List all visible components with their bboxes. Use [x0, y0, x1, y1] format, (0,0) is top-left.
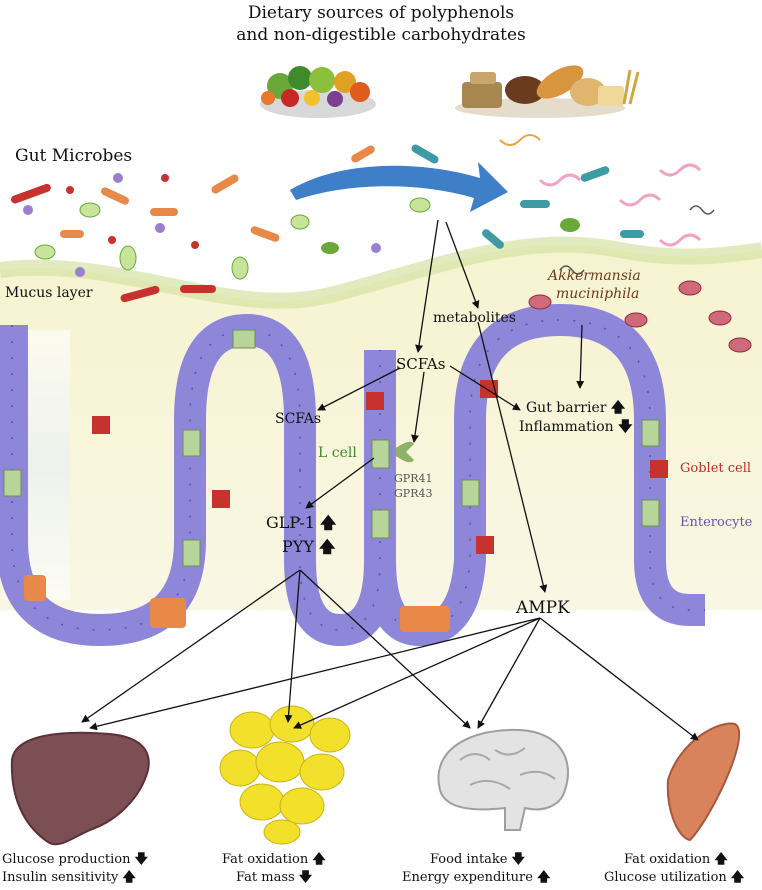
muscle-effect-1-text: Fat oxidation	[624, 852, 711, 867]
fat-effect-2-text: Fat mass	[236, 870, 295, 885]
liver-effect-2: Insulin sensitivity 🡅	[2, 868, 136, 890]
arrow-up-icon: 🡅	[537, 870, 551, 885]
gut-microbes-label: Gut Microbes	[15, 146, 133, 166]
scfas-main-label: SCFAs	[396, 355, 446, 373]
akkermansia-label-line-2: muciniphila	[556, 286, 640, 302]
vegetable-platter-image	[260, 66, 376, 118]
microbial-flow-arrow	[290, 162, 508, 212]
inflammation-effect: Inflammation 🡇	[519, 416, 633, 440]
pathway-arrows	[81, 219, 699, 741]
arrow-down-icon: 🡇	[511, 852, 526, 867]
inflammation-label: Inflammation	[519, 419, 614, 435]
adipose-tissue-image	[219, 705, 351, 845]
muscle-effect-1: Fat oxidation 🡅	[624, 850, 728, 872]
intestinal-epithelium	[0, 303, 705, 647]
arrow-down-icon: 🡇	[618, 419, 633, 435]
scfas-side-label: SCFAs	[275, 411, 322, 427]
grains-bread-image	[455, 65, 640, 118]
arrow-down-icon: 🡇	[298, 870, 313, 885]
l-cell-label: L cell	[318, 445, 357, 461]
arrow-up-icon: 🡅	[318, 537, 336, 556]
akkermansia-label-line-1: Akkermansia	[548, 268, 641, 284]
akkermansia-bacteria	[528, 280, 752, 353]
arrow-up-icon: 🡅	[730, 870, 745, 885]
enterocyte-label: Enterocyte	[680, 515, 753, 530]
fat-effect-1-text: Fat oxidation	[222, 852, 309, 867]
mucus-layer-label: Mucus layer	[5, 285, 93, 301]
title-line-2: and non-digestible carbohydrates	[236, 25, 526, 45]
brain-effect-1-text: Food intake	[430, 852, 508, 867]
goblet-cell-label: Goblet cell	[680, 461, 752, 476]
liver-effect-2-text: Insulin sensitivity	[2, 870, 119, 885]
muscle-image	[666, 722, 741, 842]
ampk-label: AMPK	[516, 598, 570, 618]
liver-effect-1-text: Glucose production	[2, 852, 131, 867]
muscle-effect-2: Glucose utilization 🡅	[604, 868, 744, 890]
arrow-up-icon: 🡅	[122, 870, 136, 885]
metabolites-label: metabolites	[433, 310, 516, 326]
brain-image	[437, 728, 569, 831]
gut-microbes-cluster	[10, 134, 715, 303]
arrow-down-icon: 🡇	[134, 852, 148, 867]
brain-effect-2-text: Energy expenditure	[402, 870, 533, 885]
muscle-effect-2-text: Glucose utilization	[604, 870, 727, 885]
arrow-up-icon: 🡅	[714, 852, 728, 867]
gpr41-label: GPR41	[394, 472, 433, 485]
glp1-label: GLP-1	[266, 513, 315, 532]
brain-effect-1: Food intake 🡇	[430, 850, 525, 872]
title-line-1: Dietary sources of polyphenols	[247, 3, 515, 23]
arrow-up-icon: 🡅	[610, 400, 626, 416]
gpr43-label: GPR43	[394, 487, 433, 500]
pyy-label: PYY	[282, 537, 314, 556]
liver-effect-1: Glucose production 🡇	[2, 850, 148, 872]
glp1-effect: GLP-1 🡅	[266, 512, 336, 539]
fat-effect-1: Fat oxidation 🡅	[222, 850, 326, 872]
gut-barrier-label: Gut barrier	[526, 400, 607, 416]
gut-barrier-effect: Gut barrier 🡅	[526, 397, 625, 421]
pyy-effect: PYY 🡅	[282, 536, 335, 563]
fat-effect-2: Fat mass 🡇	[236, 868, 312, 890]
brain-effect-2: Energy expenditure 🡅	[402, 868, 550, 890]
arrow-up-icon: 🡅	[312, 852, 326, 867]
liver-image	[10, 731, 150, 846]
arrow-up-icon: 🡅	[319, 513, 337, 532]
